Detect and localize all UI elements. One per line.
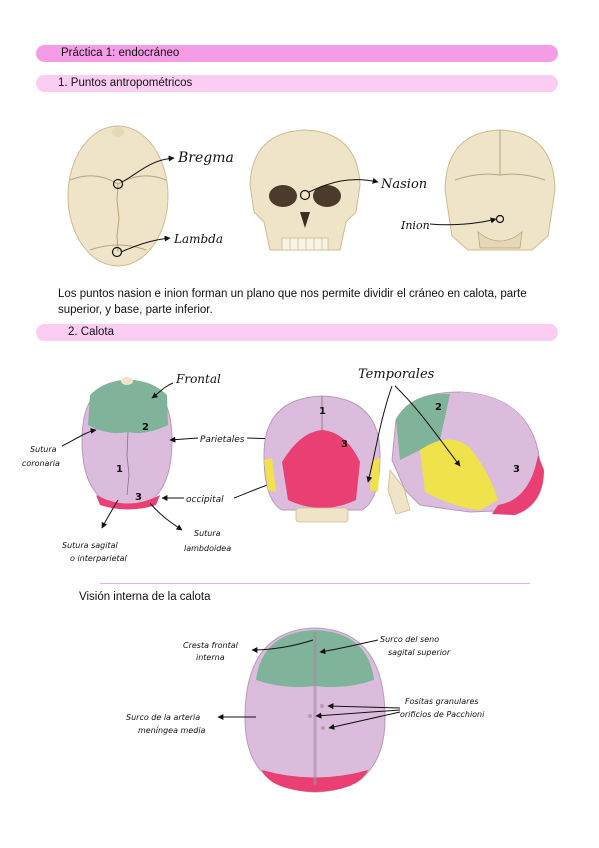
section-heading-anthropometric: 1. Puntos antropométricos [36, 75, 558, 92]
label-frontal: Frontal [175, 372, 221, 386]
nasion-point [299, 189, 311, 201]
num-back-3: 3 [341, 439, 348, 450]
bregma-point [112, 178, 124, 190]
skull-back-colored [263, 395, 381, 523]
num-lateral-2: 2 [435, 402, 442, 413]
section-heading-calota: 2. Calota [36, 324, 558, 341]
label-inion: Inion [400, 219, 430, 232]
calota-top-colored [81, 377, 173, 510]
skull-front-view [249, 129, 361, 251]
label-parietales: Parietales [200, 435, 245, 445]
label-occipital: occipital [186, 495, 224, 505]
label-bregma: Bregma [177, 150, 234, 166]
label-surco-seno-1: Surco del seno [380, 635, 439, 644]
label-fositas-2: orificios de Pacchioni [400, 710, 485, 719]
label-surco-seno-2: sagital superior [388, 648, 451, 657]
skull-lateral-colored [387, 391, 544, 515]
label-fositas-1: Fositas granulares [405, 697, 479, 706]
calota-internal-view [244, 627, 386, 793]
skull-back-view [444, 129, 556, 251]
label-surco-arteria-2: meníngea media [138, 726, 206, 735]
label-sutura-coronaria-1: Sutura [30, 445, 57, 454]
practice-heading: Práctica 1: endocráneo [36, 45, 558, 62]
label-lambda: Lambda [173, 232, 223, 246]
internal-view-title: Visión interna de la calota [79, 591, 211, 603]
label-cresta-1: Cresta frontal [183, 641, 239, 650]
skull-top-view [67, 125, 169, 267]
num-calota-3: 3 [135, 492, 142, 503]
num-back-1: 1 [319, 406, 326, 417]
label-sutura-sagital-2: o interparietal [70, 554, 128, 563]
num-lateral-3: 3 [513, 464, 520, 475]
label-cresta-2: interna [196, 653, 225, 662]
label-sutura-lambdoidea-2: lambdoidea [184, 544, 231, 553]
divider [100, 583, 530, 584]
label-sutura-lambdoidea-1: Sutura [194, 529, 221, 538]
num-calota-1: 1 [116, 464, 123, 475]
num-calota-2: 2 [142, 422, 149, 433]
label-temporales: Temporales [358, 367, 435, 382]
label-surco-arteria-1: Surco de la arteria [126, 713, 200, 722]
paragraph-nasion-inion: Los puntos nasion e inion forman un plan… [58, 288, 527, 316]
label-nasion: Nasion [380, 177, 427, 192]
label-sutura-coronaria-2: coronaria [22, 459, 60, 468]
label-sutura-sagital-1: Sutura sagital [62, 541, 119, 550]
